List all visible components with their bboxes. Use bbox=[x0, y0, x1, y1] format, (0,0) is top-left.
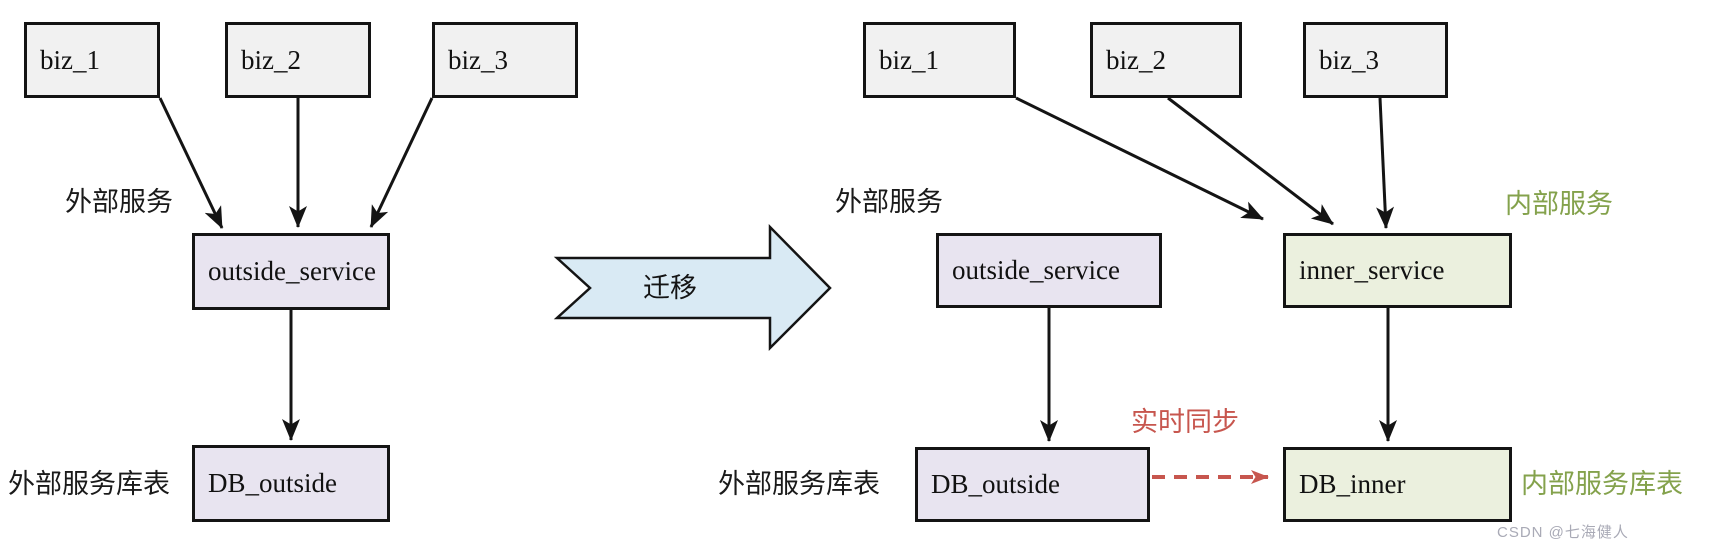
arrow-right-biz2-to-inner-service bbox=[1167, 96, 1334, 226]
arrow-left-biz3-to-outside-service bbox=[369, 97, 434, 228]
node-right-biz-3: biz_3 bbox=[1303, 22, 1448, 98]
node-label: outside_service bbox=[208, 256, 376, 286]
node-right-biz-1: biz_1 bbox=[863, 22, 1016, 98]
node-right-outside-service: outside_service bbox=[936, 233, 1162, 308]
node-label: biz_1 bbox=[40, 44, 100, 75]
node-label: biz_2 bbox=[241, 44, 301, 75]
node-right-db-inner: DB_inner bbox=[1283, 447, 1512, 522]
migration-arrow-label: 迁移 bbox=[643, 273, 697, 303]
node-label: outside_service bbox=[952, 255, 1120, 285]
node-label: biz_2 bbox=[1106, 44, 1166, 75]
node-label: DB_inner bbox=[1299, 469, 1406, 499]
node-left-biz-2: biz_2 bbox=[225, 22, 371, 98]
label-right-outside-service: 外部服务 bbox=[835, 187, 943, 217]
node-left-biz-1: biz_1 bbox=[24, 22, 160, 98]
node-label: biz_3 bbox=[1319, 44, 1379, 75]
label-left-outside-db: 外部服务库表 bbox=[8, 469, 170, 499]
node-left-biz-3: biz_3 bbox=[432, 22, 578, 98]
node-right-biz-2: biz_2 bbox=[1090, 22, 1242, 98]
node-left-outside-service: outside_service bbox=[192, 233, 390, 310]
label-right-inner-service: 内部服务 bbox=[1505, 189, 1613, 219]
node-label: biz_3 bbox=[448, 44, 508, 75]
arrow-right-biz1-to-inner-service bbox=[1015, 96, 1264, 221]
node-label: DB_outside bbox=[208, 468, 338, 498]
node-label: biz_1 bbox=[879, 44, 939, 75]
label-right-outside-db: 外部服务库表 bbox=[718, 469, 880, 499]
csdn-watermark: CSDN @七海健人 bbox=[1497, 524, 1629, 541]
arrow-left-biz1-to-outside-service bbox=[158, 97, 224, 229]
node-right-db-outside: DB_outside bbox=[915, 447, 1150, 522]
node-left-db-outside: DB_outside bbox=[192, 445, 390, 522]
node-label: inner_service bbox=[1299, 255, 1445, 285]
label-left-outside-service: 外部服务 bbox=[65, 187, 173, 217]
label-right-inner-db: 内部服务库表 bbox=[1521, 469, 1683, 499]
migration-arrow-shape bbox=[553, 223, 832, 352]
label-realtime-sync: 实时同步 bbox=[1131, 407, 1239, 437]
node-right-inner-service: inner_service bbox=[1283, 233, 1512, 308]
node-label: DB_outside bbox=[931, 469, 1061, 499]
arrow-right-biz3-to-inner-service bbox=[1376, 97, 1395, 229]
